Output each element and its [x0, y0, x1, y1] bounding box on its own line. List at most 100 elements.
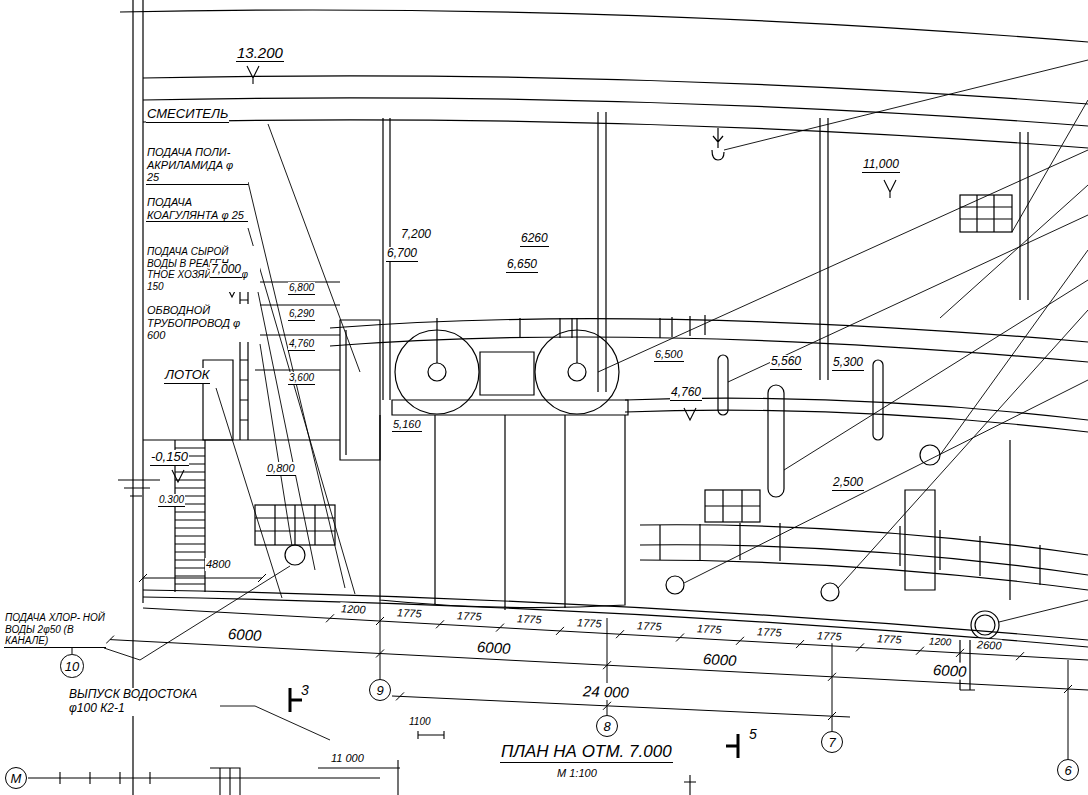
drawing-title: ПЛАН НА ОТМ. 7.000 — [500, 742, 673, 763]
building-section — [960, 195, 1012, 232]
axis-number: 10 — [65, 660, 79, 673]
building-section — [821, 583, 839, 601]
callout-label: ОБВОДНОЙ ТРУБОПРОВОД φ 600 — [146, 304, 260, 342]
leader-lines — [598, 150, 1088, 372]
dimension-lines — [326, 614, 1024, 660]
building-section — [380, 415, 625, 610]
elevation-mark: 6,700 — [386, 247, 418, 262]
dimension-lines — [72, 574, 1088, 759]
elevation-mark: 5,560 — [770, 355, 802, 370]
dimension-label: 1775 — [516, 612, 543, 626]
building-section — [428, 363, 446, 381]
elevation-marks — [172, 470, 184, 482]
building-section — [520, 315, 705, 338]
axis-number: 7 — [828, 736, 835, 749]
dimension-label: 1775 — [696, 622, 723, 636]
dimension-label: 1775 — [396, 606, 423, 620]
section-marks — [726, 734, 738, 758]
building-section — [383, 112, 1028, 400]
lower-plan — [318, 731, 444, 795]
building-section — [971, 611, 999, 639]
elevation-marks — [247, 66, 259, 84]
callout-label: ПОДАЧА КОАГУЛЯНТА φ 25 — [146, 196, 248, 222]
dimension-label: 6000 — [702, 650, 738, 669]
building-section — [392, 400, 628, 415]
leader-lines — [104, 566, 290, 660]
leader-lines — [940, 185, 1088, 318]
leader-lines — [248, 228, 355, 594]
elevation-mark: 5,160 — [392, 418, 422, 432]
building-section — [285, 545, 305, 565]
axis-number: 9 — [376, 684, 383, 697]
axis-bubble: 9 — [369, 679, 391, 701]
building-section — [143, 440, 340, 592]
lower-plan — [210, 768, 240, 795]
building-section — [568, 363, 586, 381]
elevation-mark: 11,000 — [862, 158, 900, 173]
building-section — [120, 0, 1088, 795]
dimension-label: 1100 — [408, 716, 432, 728]
elevation-mark: 7,000 — [210, 263, 242, 278]
leader-lines — [258, 292, 315, 570]
leader-lines — [728, 215, 1088, 382]
callout-label: ПОДАЧА ПОЛИ- АКРИЛАМИДА φ 25 — [146, 146, 248, 185]
axis-number: 8 — [603, 720, 610, 733]
elevation-mark: 6,500 — [654, 348, 684, 362]
building-section — [768, 385, 784, 497]
leader-lines — [838, 310, 1088, 588]
axis-bubble: 10 — [60, 654, 83, 677]
building-section — [705, 490, 760, 522]
elevation-mark: 2,500 — [832, 476, 864, 491]
building-section — [340, 320, 380, 460]
dimension-lines — [139, 574, 266, 582]
elevation-mark: 4,760 — [288, 338, 315, 351]
axis-number: 6 — [1064, 764, 1071, 777]
dimension-label: 1200 — [340, 602, 367, 616]
building-section — [255, 505, 335, 545]
elevation-mark: 6,800 — [288, 282, 315, 295]
leader-lines — [784, 280, 1088, 470]
elevation-mark: 0,800 — [266, 462, 296, 476]
dimension-label: 1775 — [816, 629, 843, 643]
axis-number: М — [11, 772, 22, 785]
section-number: 3 — [300, 682, 310, 698]
section-number: 5 — [748, 726, 758, 742]
building-section — [330, 319, 1088, 362]
callout-label: СМЕСИТЕЛЬ — [146, 107, 229, 123]
elevation-mark: 6260 — [520, 232, 549, 247]
dimension-lines — [143, 608, 1088, 660]
leader-lines — [1012, 100, 1088, 232]
leader-lines — [248, 182, 345, 588]
leader-lines — [104, 60, 1088, 740]
building-section — [960, 195, 1012, 232]
building-section — [133, 0, 143, 795]
elevation-marks — [118, 66, 896, 496]
leader-lines — [268, 124, 360, 372]
leader-lines — [999, 600, 1088, 622]
callout-label: ЛОТОК — [164, 368, 210, 384]
elevation-mark: 5,300 — [832, 356, 864, 371]
elevation-mark: 0.300 — [158, 494, 185, 507]
building-section — [718, 355, 728, 415]
elevation-marks — [118, 480, 160, 496]
elevation-mark: 6,290 — [288, 308, 315, 321]
building-section — [975, 615, 995, 635]
dimension-lines — [72, 600, 1068, 759]
elevation-mark: 4,760 — [670, 386, 702, 401]
dimension-label: 1775 — [876, 632, 903, 646]
axis-bubble: 7 — [821, 731, 843, 753]
building-section — [640, 525, 1088, 590]
elevation-marks — [684, 408, 696, 420]
lower-plan — [28, 731, 696, 795]
dimension-label: 11 000 — [330, 752, 365, 765]
building-section — [873, 360, 883, 440]
leader-lines — [940, 250, 1088, 455]
dimension-label: 1200 — [928, 635, 953, 648]
elevation-marks — [884, 180, 896, 198]
dimension-label: 6000 — [476, 638, 512, 657]
dimension-label: 1775 — [636, 619, 663, 633]
axis-bubble: 6 — [1057, 759, 1079, 781]
dimension-label: 4800 — [205, 558, 231, 571]
lower-plan — [684, 775, 696, 795]
elevation-mark: -0,150 — [150, 450, 189, 466]
